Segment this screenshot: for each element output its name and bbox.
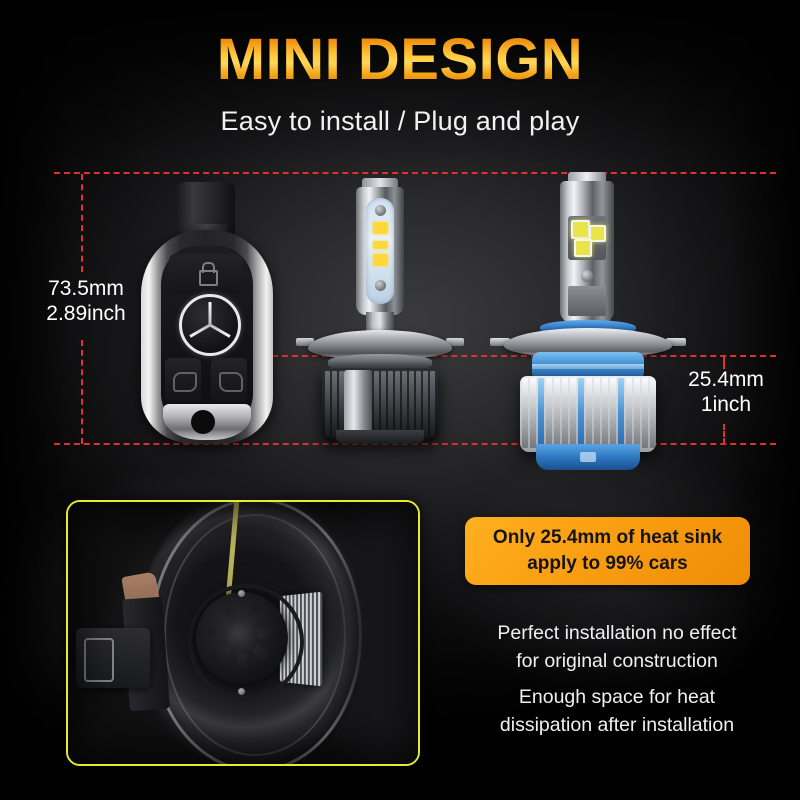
heat-sink-fin bbox=[325, 371, 330, 437]
bulb-b-screw bbox=[581, 270, 593, 282]
bulb-a-led-chip bbox=[373, 254, 388, 266]
heat-sink-fin bbox=[395, 371, 400, 437]
heat-sink-fin bbox=[610, 378, 616, 448]
bulb-a-core bbox=[344, 370, 372, 436]
heat-sink-fin bbox=[538, 378, 544, 448]
led-bulb-black-image bbox=[296, 178, 464, 448]
lock-icon bbox=[199, 262, 218, 286]
feature-1-line-1: Perfect installation no effect bbox=[497, 622, 737, 644]
heat-sink-fin bbox=[409, 371, 414, 437]
guide-line-left-lower bbox=[81, 340, 83, 444]
bulb-b-slot bbox=[568, 286, 606, 316]
car-key-fob-image bbox=[141, 182, 273, 444]
heat-sink-fin bbox=[642, 378, 648, 448]
feature-text-dissipation: Enough space for heat dissipation after … bbox=[452, 684, 782, 739]
mercedes-star-logo bbox=[179, 294, 241, 356]
bulb-b-base bbox=[536, 444, 640, 470]
bulb-a-ring bbox=[328, 354, 432, 372]
trunk-icon bbox=[219, 372, 243, 392]
page-title: MINI DESIGN bbox=[0, 31, 800, 89]
bulb-a-led-chip bbox=[373, 241, 388, 249]
heat-sink-fin bbox=[381, 371, 386, 437]
heat-sink-fin bbox=[416, 371, 421, 437]
bulb-b-flange-tab bbox=[490, 338, 510, 346]
bulb-a-neck bbox=[366, 312, 394, 334]
heat-sink-fin bbox=[602, 378, 608, 448]
guide-line-bottom bbox=[54, 443, 776, 445]
callout-text: Only 25.4mm of heat sink apply to 99% ca… bbox=[493, 525, 722, 576]
measurement-right-mm: 25.4mm bbox=[688, 368, 764, 391]
page-subtitle: Easy to install / Plug and play bbox=[220, 106, 580, 136]
led-bulb-blue-image bbox=[490, 172, 686, 472]
measurement-left-inch: 2.89inch bbox=[46, 301, 126, 325]
bulb-b-led-chip bbox=[571, 220, 590, 239]
fan-screw bbox=[238, 590, 245, 597]
heat-sink-fin bbox=[618, 378, 624, 448]
measurement-label-height: 73.5mm 2.89inch bbox=[36, 277, 136, 327]
heat-sink-fin bbox=[530, 378, 536, 448]
heat-sink-callout-badge: Only 25.4mm of heat sink apply to 99% ca… bbox=[465, 517, 750, 585]
heat-sink-fin bbox=[634, 378, 640, 448]
feature-2-line-2: dissipation after installation bbox=[499, 713, 735, 736]
callout-line-2: apply to 99% cars bbox=[527, 553, 688, 574]
guide-line-top bbox=[54, 172, 776, 174]
heat-sink-fin bbox=[388, 371, 393, 437]
measurement-left-mm: 73.5mm bbox=[48, 277, 124, 300]
heat-sink-fin bbox=[570, 378, 576, 448]
cooling-fan-hub bbox=[226, 622, 258, 654]
heat-sink-fin bbox=[522, 378, 528, 448]
bulb-b-led-chip bbox=[589, 225, 606, 242]
heat-sink-fin bbox=[650, 378, 656, 448]
guide-line-right-upper bbox=[723, 357, 725, 369]
bulb-b-heat-sink bbox=[520, 376, 656, 452]
bulb-a-flange-tab bbox=[446, 338, 464, 346]
heat-sink-fin bbox=[554, 378, 560, 448]
heat-sink-fin bbox=[546, 378, 552, 448]
measurement-right-inch: 1inch bbox=[700, 392, 752, 416]
heat-sink-fin bbox=[594, 378, 600, 448]
unlock-icon bbox=[173, 372, 197, 392]
heat-sink-fin bbox=[332, 371, 337, 437]
measurement-label-heatsink: 25.4mm 1inch bbox=[678, 368, 774, 418]
heat-sink-fin bbox=[626, 378, 632, 448]
bulb-b-collar bbox=[532, 352, 644, 380]
heat-sink-fin bbox=[423, 371, 428, 437]
key-fob-lock-button bbox=[169, 254, 243, 294]
fan-blade bbox=[237, 638, 247, 672]
heat-sink-fin bbox=[586, 378, 592, 448]
heat-sink-fin bbox=[402, 371, 407, 437]
guide-line-left-upper bbox=[81, 174, 83, 272]
bulb-a-screw-bottom bbox=[375, 280, 386, 291]
connector-plug bbox=[76, 628, 150, 688]
fan-screw bbox=[238, 688, 245, 695]
bulb-a-base bbox=[336, 430, 424, 444]
bulb-a-led-chip bbox=[373, 222, 388, 234]
bulb-b-flange-tab bbox=[666, 338, 686, 346]
installation-photo bbox=[66, 500, 420, 766]
bulb-a-screw-top bbox=[375, 205, 386, 216]
callout-line-1: Only 25.4mm of heat sink bbox=[492, 527, 723, 549]
heat-sink-fin bbox=[374, 371, 379, 437]
heat-sink-fin bbox=[430, 371, 435, 437]
bulb-b-led-chip bbox=[574, 239, 592, 257]
guide-line-middle bbox=[272, 355, 776, 357]
heat-sink-fin bbox=[562, 378, 568, 448]
heat-sink-fin bbox=[578, 378, 584, 448]
feature-2-line-1: Enough space for heat bbox=[518, 686, 716, 708]
guide-line-right-lower bbox=[723, 424, 725, 444]
photo-edge-shadow bbox=[326, 502, 418, 764]
feature-text-installation: Perfect installation no effect for origi… bbox=[452, 620, 782, 675]
key-fob-keyring-notch bbox=[191, 410, 215, 434]
cooling-fan-ring bbox=[188, 584, 304, 700]
bulb-a-flange-tab bbox=[296, 338, 314, 346]
feature-1-line-2: for original construction bbox=[516, 649, 718, 672]
heat-sink-fin bbox=[339, 371, 344, 437]
